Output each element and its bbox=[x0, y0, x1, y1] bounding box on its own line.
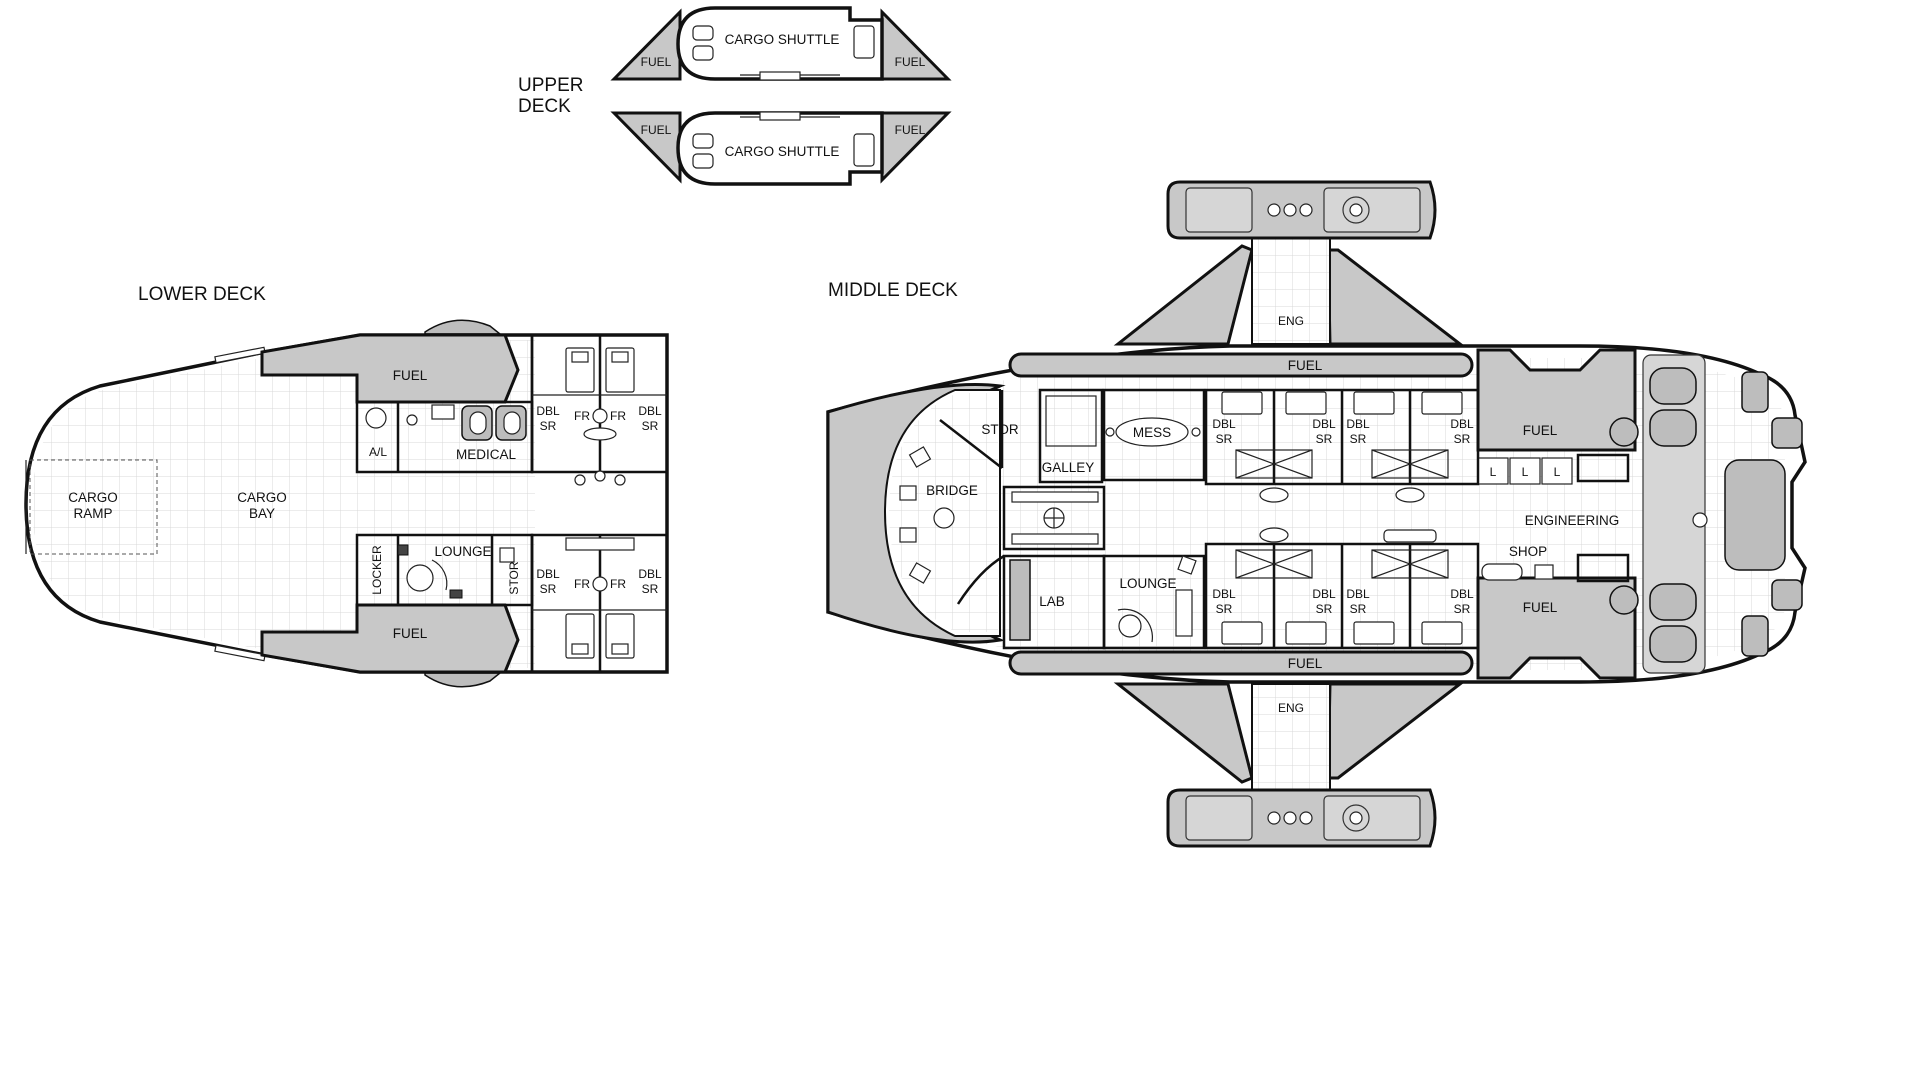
cargo-ramp-label-2: RAMP bbox=[73, 506, 112, 521]
galley-label: GALLEY bbox=[1042, 460, 1095, 475]
middle-cabin-b3-label-1: DBL bbox=[1346, 587, 1370, 601]
nacelle-top-strut-left bbox=[1113, 244, 1254, 346]
cargo-ramp-area bbox=[29, 459, 158, 555]
shuttle-top-label: CARGO SHUTTLE bbox=[725, 32, 840, 47]
lower-fr-label-2: FR bbox=[610, 409, 626, 423]
middle-cabin-t3-label-2: SR bbox=[1350, 432, 1367, 446]
shuttle-top-fuel-left-label: FUEL bbox=[641, 55, 672, 69]
middle-cabin-b1-label-2: SR bbox=[1216, 602, 1233, 616]
middle-stor-label: STOR bbox=[981, 422, 1019, 437]
upper-deck-title-line1: UPPER bbox=[518, 75, 583, 96]
lower-cabin-tl-label-2: SR bbox=[540, 419, 557, 433]
middle-cabin-t2-label-2: SR bbox=[1316, 432, 1333, 446]
engineering-fuel-tank-top bbox=[1476, 348, 1637, 452]
lower-deck-title: LOWER DECK bbox=[138, 284, 266, 305]
lower-stor-label: STOR bbox=[507, 561, 521, 594]
engineering-fuel-bottom-label: FUEL bbox=[1523, 600, 1558, 615]
middle-fuel-strip-bottom bbox=[1008, 650, 1474, 676]
engineering-label: ENGINEERING bbox=[1525, 513, 1620, 528]
upper-deck: CARGO SHUTTLE FUEL FUEL CARGO SHUTTLE FU… bbox=[610, 6, 952, 186]
middle-cabin-t1-label-2: SR bbox=[1216, 432, 1233, 446]
eng-bottom-label: ENG bbox=[1278, 701, 1304, 715]
shuttle-top-fuel-right-label: FUEL bbox=[895, 55, 926, 69]
upper-deck-title-line2: DECK bbox=[518, 96, 571, 117]
bridge-label: BRIDGE bbox=[926, 483, 978, 498]
cargo-ramp-label-1: CARGO bbox=[68, 490, 118, 505]
lower-fr-label-3: FR bbox=[574, 577, 590, 591]
lab-label: LAB bbox=[1039, 594, 1065, 609]
locker-l-3: L bbox=[1554, 465, 1561, 479]
shuttle-bottom-fuel-left-label: FUEL bbox=[641, 123, 672, 137]
cargo-bay-label-1: CARGO bbox=[237, 490, 287, 505]
locker-l-1: L bbox=[1490, 465, 1497, 479]
middle-cabin-t4-label-2: SR bbox=[1454, 432, 1471, 446]
lower-cabin-tr-label-1: DBL bbox=[638, 404, 662, 418]
lower-fr-label-1: FR bbox=[574, 409, 590, 423]
shop-label: SHOP bbox=[1509, 544, 1547, 559]
lower-cabin-br-label-1: DBL bbox=[638, 567, 662, 581]
locker-l-2: L bbox=[1522, 465, 1529, 479]
nacelle-bottom-strut-left bbox=[1113, 682, 1254, 784]
lower-cabin-br-label-2: SR bbox=[642, 582, 659, 596]
middle-cabin-b4-label-1: DBL bbox=[1450, 587, 1474, 601]
cargo-shuttle-bottom: CARGO SHUTTLE FUEL FUEL bbox=[610, 111, 952, 186]
middle-cabin-t3-label-1: DBL bbox=[1346, 417, 1370, 431]
lower-deck: CARGO RAMP CARGO BAY FUEL FUEL A/L MEDIC… bbox=[24, 319, 669, 688]
cargo-shuttle-top: CARGO SHUTTLE FUEL FUEL bbox=[610, 6, 952, 81]
middle-cabin-t1-label-1: DBL bbox=[1212, 417, 1236, 431]
middle-cabin-t2-label-1: DBL bbox=[1312, 417, 1336, 431]
shuttle-bottom-fuel-right-label: FUEL bbox=[895, 123, 926, 137]
middle-cabin-b1-label-1: DBL bbox=[1212, 587, 1236, 601]
lower-fuel-top-label: FUEL bbox=[393, 368, 428, 383]
middle-deck-title: MIDDLE DECK bbox=[828, 280, 958, 301]
middle-lounge-label: LOUNGE bbox=[1119, 576, 1176, 591]
middle-cabin-t4-label-1: DBL bbox=[1450, 417, 1474, 431]
engine-nacelle-bottom: ENG bbox=[1113, 682, 1465, 848]
engineering-fuel-tank-bottom bbox=[1476, 576, 1637, 680]
middle-cabin-b2-label-2: SR bbox=[1316, 602, 1333, 616]
lower-lounge-label: LOUNGE bbox=[434, 544, 491, 559]
engine-nacelle-top: ENG bbox=[1113, 180, 1465, 346]
lower-cabin-tl-label-1: DBL bbox=[536, 404, 560, 418]
lower-fuel-bottom-label: FUEL bbox=[393, 626, 428, 641]
cargo-bay-label-2: BAY bbox=[249, 506, 275, 521]
middle-deck: ENG ENG BRIDGE FUEL FUE bbox=[826, 180, 1807, 848]
eng-top-label: ENG bbox=[1278, 314, 1304, 328]
middle-fuel-bottom-label: FUEL bbox=[1288, 656, 1323, 671]
shuttle-bottom-label: CARGO SHUTTLE bbox=[725, 144, 840, 159]
middle-cabin-b2-label-1: DBL bbox=[1312, 587, 1336, 601]
lower-cabin-bl-label-1: DBL bbox=[536, 567, 560, 581]
lower-fr-label-4: FR bbox=[610, 577, 626, 591]
airlock-label: A/L bbox=[369, 445, 387, 459]
lower-cabin-tr-label-2: SR bbox=[642, 419, 659, 433]
lower-cabin-bl-label-2: SR bbox=[540, 582, 557, 596]
medical-label: MEDICAL bbox=[456, 447, 517, 462]
middle-fuel-strip-top bbox=[1008, 352, 1474, 378]
locker-label: LOCKER bbox=[370, 545, 384, 595]
mess-label: MESS bbox=[1133, 425, 1171, 440]
engineering-fuel-top-label: FUEL bbox=[1523, 423, 1558, 438]
middle-cabin-b3-label-2: SR bbox=[1350, 602, 1367, 616]
middle-cabin-b4-label-2: SR bbox=[1454, 602, 1471, 616]
middle-fuel-top-label: FUEL bbox=[1288, 358, 1323, 373]
